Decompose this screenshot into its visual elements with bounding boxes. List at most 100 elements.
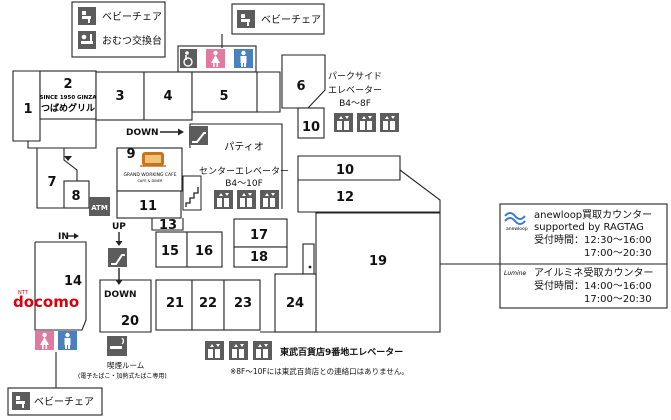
- anewloop-hours-label: 受付時間：: [534, 233, 584, 246]
- store-24-number: 24: [286, 296, 304, 311]
- up-label: UP: [112, 222, 126, 232]
- arrow-right-icon: [160, 128, 184, 136]
- store-9-number: 9: [126, 147, 135, 162]
- female-restroom-icon: [206, 49, 225, 68]
- atm-label: ATM: [91, 204, 108, 212]
- atm-icon: ATM: [89, 197, 110, 216]
- lumine-title: アイルミネ受取カウンター: [534, 267, 654, 279]
- docomo-name-text: docomo: [13, 293, 79, 311]
- restroom-bottom: ベビーチェア: [7, 331, 103, 416]
- docomo-ntt-text: NTT: [18, 290, 29, 296]
- store-21-number: 21: [166, 296, 184, 311]
- center-elevator-line1: センターエレベーター: [199, 166, 289, 177]
- tsubame-grill-logo: SINCE 1950 GINZA つばめグリル: [40, 95, 98, 114]
- cafe-cup-icon: [140, 152, 166, 167]
- male-restroom-icon: [234, 49, 253, 68]
- tsubame-since-text: SINCE 1950 GINZA: [40, 95, 98, 101]
- legend-baby-chair-label: ベビーチェア: [102, 11, 162, 23]
- anewloop-hours-2: 17:00～20:30: [584, 248, 652, 259]
- down-label-bottom: DOWN: [104, 290, 137, 300]
- anewloop-logo-text: anewloop: [506, 226, 528, 232]
- elevator-icon: [260, 190, 279, 209]
- patio-label: パティオ: [224, 141, 263, 153]
- wheelchair-icon: [180, 49, 197, 68]
- cafe-sub-text: CAFE & DINER: [137, 179, 163, 183]
- store-6-number: 6: [296, 79, 305, 94]
- restroom-top: [177, 45, 257, 73]
- store-14-number: 14: [64, 274, 82, 289]
- baby-chair-icon: [12, 392, 30, 410]
- tobu-elevator-note: ※8F～10Fには東武百貨店との連絡口はありません。: [230, 366, 409, 376]
- anewloop-title: anewloop買取カウンター: [534, 209, 652, 221]
- store-7-number: 7: [47, 175, 56, 190]
- lumine-logo-text: Lumine: [504, 270, 526, 277]
- elevator-icon: [237, 190, 256, 209]
- store-numbers: 1 2 3 4 5 6 10 7 8 9 11 13 15 16 17 18 1…: [23, 77, 387, 329]
- cafe-name-text: GRAND WORKING CAFE: [123, 172, 176, 178]
- smoking-room-note: (電子たばこ・加熱式たばこ専用): [78, 372, 167, 380]
- legend-baby-chair-label: ベビーチェア: [34, 396, 94, 408]
- store-outlines: [12, 54, 441, 333]
- elevator-icon: [357, 113, 376, 132]
- store-3-number: 3: [115, 89, 124, 104]
- legend-top-left: ベビーチェア おむつ交換台: [71, 1, 166, 58]
- male-restroom-icon: [58, 331, 77, 350]
- store-19-number: 19: [369, 254, 387, 269]
- in-label: IN: [58, 232, 69, 242]
- anewloop-subtitle: supported by RAGTAG: [534, 222, 644, 233]
- docomo-logo: NTT docomo: [13, 290, 79, 311]
- parkside-line3: B4～8F: [339, 99, 371, 109]
- smoking-room: 喫煙ルーム (電子たばこ・加熱式たばこ専用): [78, 336, 167, 380]
- grand-working-cafe-logo: GRAND WORKING CAFE CAFE & DINER: [123, 152, 177, 183]
- store-10a-number: 10: [302, 120, 320, 135]
- counter-info-box: anewloop anewloop買取カウンター supported by RA…: [440, 203, 668, 309]
- center-elevator-line2: B4～10F: [225, 179, 263, 189]
- lumine-hours-2: 17:00～20:30: [584, 294, 652, 305]
- elevator-icon: [205, 341, 224, 360]
- anewloop-logo-icon: [504, 212, 526, 225]
- store-13-number: 13: [159, 218, 177, 233]
- tobu-elevator: 東武百貨店9番地エレベーター ※8F～10Fには東武百貨店との連絡口はありません…: [205, 341, 409, 376]
- female-restroom-icon: [35, 331, 54, 350]
- center-elevator: センターエレベーター B4～10F: [199, 166, 289, 209]
- store-5-number: 5: [219, 89, 228, 104]
- store-16-number: 16: [195, 244, 213, 259]
- smoking-icon: [107, 336, 127, 356]
- diaper-changing-icon: [78, 31, 96, 49]
- escalator-icon: [189, 126, 208, 145]
- stairs-icon: [182, 175, 202, 211]
- legend-baby-chair-label: ベビーチェア: [261, 14, 321, 26]
- legend-top-right: ベビーチェア: [221, 3, 325, 48]
- lumine-hours-1: 14:00～16:00: [584, 281, 652, 292]
- elevator-icon: [380, 113, 399, 132]
- legend-diaper-label: おむつ交換台: [102, 34, 162, 47]
- smoking-room-label: 喫煙ルーム: [107, 360, 144, 370]
- store-18-number: 18: [250, 250, 268, 265]
- arrow-down-icon: [115, 268, 123, 285]
- parkside-line2: エレベーター: [328, 85, 382, 96]
- store-22-number: 22: [199, 296, 217, 311]
- escalator-icon: [108, 248, 127, 267]
- store-1-number: 1: [23, 102, 32, 117]
- store-20-number: 20: [121, 314, 139, 329]
- down-label-top: DOWN: [126, 128, 159, 138]
- elevator-icon: [229, 341, 248, 360]
- elevator-icon: [334, 113, 353, 132]
- store-23-number: 23: [234, 296, 252, 311]
- store-2-number: 2: [63, 77, 72, 92]
- arrow-right-icon: [68, 233, 79, 239]
- arrow-down-icon: [115, 232, 123, 246]
- anewloop-hours-1: 12:30～16:00: [584, 235, 652, 246]
- lumine-hours-label: 受付時間：: [534, 279, 584, 292]
- arrow-down-icon: [64, 156, 72, 161]
- store-11-number: 11: [139, 199, 157, 214]
- store-15-number: 15: [161, 244, 179, 259]
- parkside-elevator: パークサイド エレベーター B4～8F: [328, 71, 399, 132]
- baby-chair-icon: [78, 7, 96, 25]
- parkside-line1: パークサイド: [328, 71, 382, 82]
- store-10b-number: 10: [336, 163, 354, 178]
- store-8-number: 8: [71, 189, 80, 204]
- store-4-number: 4: [163, 89, 172, 104]
- tobu-elevator-label: 東武百貨店9番地エレベーター: [280, 346, 403, 358]
- elevator-icon: [253, 341, 272, 360]
